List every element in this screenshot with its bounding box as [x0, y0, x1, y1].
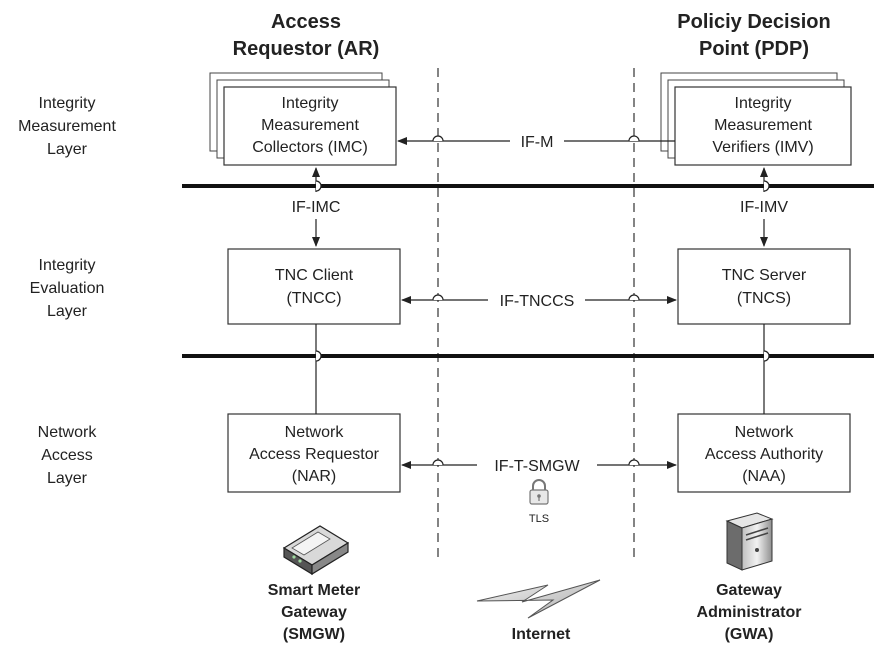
nar-rect	[227, 413, 401, 493]
pdp-header-line-2: Point (PDP)	[699, 38, 809, 60]
tncs-box: TNC Server (TNCS)	[677, 248, 851, 325]
imv-label-line-2: Measurement	[714, 117, 812, 134]
pdp-header: Policiy Decision Point (PDP)	[677, 11, 830, 60]
tncs-naa-hop	[763, 350, 770, 362]
tncc-label-line-1: TNC Client	[275, 267, 354, 284]
internet-label: Internet	[512, 626, 571, 643]
if-t-smgw-label: IF-T-SMGW	[494, 458, 580, 475]
imc-box: Integrity Measurement Collectors (IMC)	[209, 72, 397, 166]
tncc-nar-hop	[315, 350, 322, 362]
if-m-label: IF-M	[521, 134, 554, 151]
evaluation-layer-line-2: Evaluation	[30, 280, 105, 297]
evaluation-layer-line-3: Layer	[47, 303, 88, 320]
imc-label-line-2: Measurement	[261, 117, 359, 134]
smgw-label-line-1: Smart Meter	[268, 582, 360, 599]
lightning-bolt-icon	[476, 579, 601, 619]
tncc-box: TNC Client (TNCC)	[227, 248, 401, 325]
if-imv-connector: IF-IMV	[740, 167, 788, 247]
naa-label-line-3: (NAA)	[742, 468, 786, 485]
network-layer-line-3: Layer	[47, 470, 88, 487]
smart-meter-gateway-icon	[282, 525, 350, 576]
lock-icon	[529, 479, 549, 505]
tncc-rect	[227, 248, 401, 325]
if-t-smgw-connector: IF-T-SMGW	[401, 458, 677, 475]
imv-stack-front	[674, 86, 852, 166]
if-tnccs-connector: IF-TNCCS	[401, 293, 677, 310]
if-imc-hop	[315, 180, 322, 192]
access-requestor-header: Access Requestor (AR)	[233, 11, 380, 60]
naa-label-line-2: Access Authority	[705, 446, 823, 463]
nar-box: Network Access Requestor (NAR)	[227, 413, 401, 493]
if-t-smgw-hop-right	[628, 459, 640, 466]
if-imv-hop	[763, 180, 770, 192]
tncc-label-line-2: (TNCC)	[286, 290, 341, 307]
measurement-layer-line-3: Layer	[47, 141, 88, 158]
if-tnccs-label: IF-TNCCS	[500, 293, 575, 310]
smgw-label-line-3: (SMGW)	[283, 626, 345, 643]
imv-box: Integrity Measurement Verifiers (IMV)	[660, 72, 852, 166]
gwa-label: Gateway Administrator (GWA)	[697, 582, 802, 643]
measurement-layer-line-2: Measurement	[18, 118, 116, 135]
imv-label-line-3: Verifiers (IMV)	[712, 139, 813, 156]
naa-box: Network Access Authority (NAA)	[677, 413, 851, 493]
gwa-label-line-1: Gateway	[716, 582, 782, 599]
if-tnccs-hop-left	[432, 294, 444, 301]
server-tower-icon	[725, 512, 774, 571]
if-m-hop-right	[628, 135, 640, 142]
if-imc-connector: IF-IMC	[292, 167, 341, 247]
naa-rect	[677, 413, 851, 493]
nar-label-line-2: Access Requestor	[249, 446, 380, 463]
naa-label-line-1: Network	[735, 424, 795, 441]
if-t-smgw-hop-left	[432, 459, 444, 466]
tncs-rect	[677, 248, 851, 325]
imv-label-line-1: Integrity	[735, 95, 792, 112]
imc-stack-front	[223, 86, 397, 166]
if-imc-label: IF-IMC	[292, 199, 341, 216]
if-m-connector: IF-M	[397, 134, 675, 151]
tncs-label-line-2: (TNCS)	[737, 290, 791, 307]
evaluation-layer-line-1: Integrity	[39, 257, 96, 274]
layer-label-evaluation: Integrity Evaluation Layer	[30, 257, 105, 320]
nar-label-line-3: (NAR)	[292, 468, 336, 485]
imc-label-line-3: Collectors (IMC)	[252, 139, 368, 156]
if-tnccs-hop-right	[628, 294, 640, 301]
smgw-label: Smart Meter Gateway (SMGW)	[268, 582, 360, 643]
pdp-header-line-1: Policiy Decision	[677, 11, 830, 33]
ar-header-line-2: Requestor (AR)	[233, 38, 380, 60]
layer-label-network: Network Access Layer	[38, 424, 98, 487]
if-imv-label: IF-IMV	[740, 199, 788, 216]
if-m-hop-left	[432, 135, 444, 142]
nar-label-line-1: Network	[285, 424, 345, 441]
ar-header-line-1: Access	[271, 11, 341, 33]
gwa-label-line-2: Administrator	[697, 604, 802, 621]
network-layer-line-1: Network	[38, 424, 98, 441]
gwa-label-line-3: (GWA)	[725, 626, 774, 643]
smgw-label-line-2: Gateway	[281, 604, 347, 621]
layer-label-measurement: Integrity Measurement Layer	[18, 95, 116, 158]
measurement-layer-line-1: Integrity	[39, 95, 96, 112]
tls-label: TLS	[529, 513, 549, 525]
network-layer-line-2: Access	[41, 447, 93, 464]
imc-label-line-1: Integrity	[282, 95, 339, 112]
tncs-label-line-1: TNC Server	[722, 267, 807, 284]
